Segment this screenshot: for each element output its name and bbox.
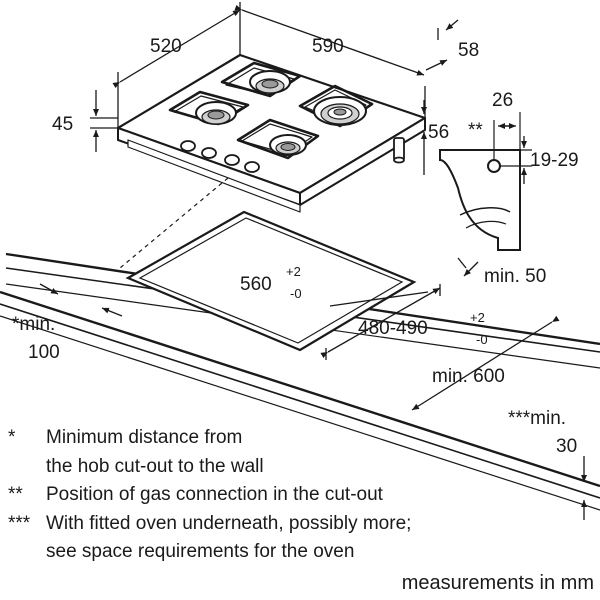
- footnote-1-line-1: Minimum distance from: [46, 427, 243, 448]
- dim-cutout-width: 560 +2 -0: [240, 264, 302, 301]
- footnote-3-line-1: With fitted oven underneath, possibly mo…: [46, 512, 412, 534]
- dim-min-30-value: 30: [556, 436, 577, 457]
- dim-cutout-depth: 480-490 +2 -0: [358, 310, 488, 347]
- dim-min-600: min. 600: [432, 366, 505, 387]
- dim-conn-26: 26: [492, 90, 513, 111]
- dim-width-590: 590: [312, 36, 344, 57]
- footnote-2: ** Position of gas connection in the cut…: [8, 481, 598, 510]
- footnote-2-mark: **: [8, 484, 23, 505]
- footnotes: * Minimum distance from the hob cut-out …: [8, 424, 598, 567]
- footnote-2-text: Position of gas connection in the cut-ou…: [46, 481, 598, 510]
- dim-min-100-value: 100: [28, 342, 60, 363]
- dim-min-30-label: ***min.: [508, 408, 566, 429]
- hob-dimension-lines: [90, 2, 459, 175]
- footnote-1-text: Minimum distance from the hob cut-out to…: [46, 424, 598, 481]
- burner-wok: [313, 96, 367, 126]
- dim-cutout-depth-value: 480-490: [358, 318, 428, 339]
- dim-min-100-label: *min.: [12, 314, 55, 335]
- dim-min-50: min. 50: [484, 266, 546, 287]
- burner-rear-left: [249, 70, 291, 94]
- dim-cutout-depth-tol-plus: +2: [470, 310, 485, 325]
- gas-connection-detail: [439, 112, 532, 251]
- footnote-3-text: With fitted oven underneath, possibly mo…: [46, 510, 598, 567]
- burner-front-right: [269, 134, 307, 156]
- dim-cutout-width-tol-minus: -0: [290, 286, 302, 301]
- dim-depth-520: 520: [150, 36, 182, 57]
- footnote-2-line-1: Position of gas connection in the cut-ou…: [46, 484, 383, 505]
- footnote-1-mark: *: [8, 427, 16, 448]
- hob-drawing: [116, 53, 427, 213]
- dim-glass-58: 58: [458, 40, 479, 61]
- hob-base: [127, 139, 301, 213]
- dim-conn-marker: **: [468, 120, 483, 141]
- dim-cutout-width-tol-plus: +2: [286, 264, 301, 279]
- control-knobs: [180, 140, 260, 173]
- dim-height-45: 45: [52, 114, 73, 135]
- footnote-1: * Minimum distance from the hob cut-out …: [8, 424, 598, 481]
- dim-cutout-width-value: 560: [240, 274, 272, 295]
- footnote-3-mark: ***: [8, 512, 31, 534]
- dim-cutout-depth-tol-minus: -0: [476, 332, 488, 347]
- footnote-3: *** With fitted oven underneath, possibl…: [8, 510, 598, 567]
- cutout-dimension-lines: [39, 257, 587, 520]
- footnote-3-line-2: see space requirements for the oven: [46, 541, 355, 562]
- units-caption: measurements in mm: [401, 572, 594, 594]
- burner-front-left: [195, 101, 237, 125]
- dim-conn-19-29: 19-29: [530, 150, 579, 171]
- gas-connector: [393, 137, 405, 164]
- gas-connection-point: [487, 159, 501, 173]
- dim-height-56: 56: [428, 122, 449, 143]
- footnote-1-line-2: the hob cut-out to the wall: [46, 455, 264, 477]
